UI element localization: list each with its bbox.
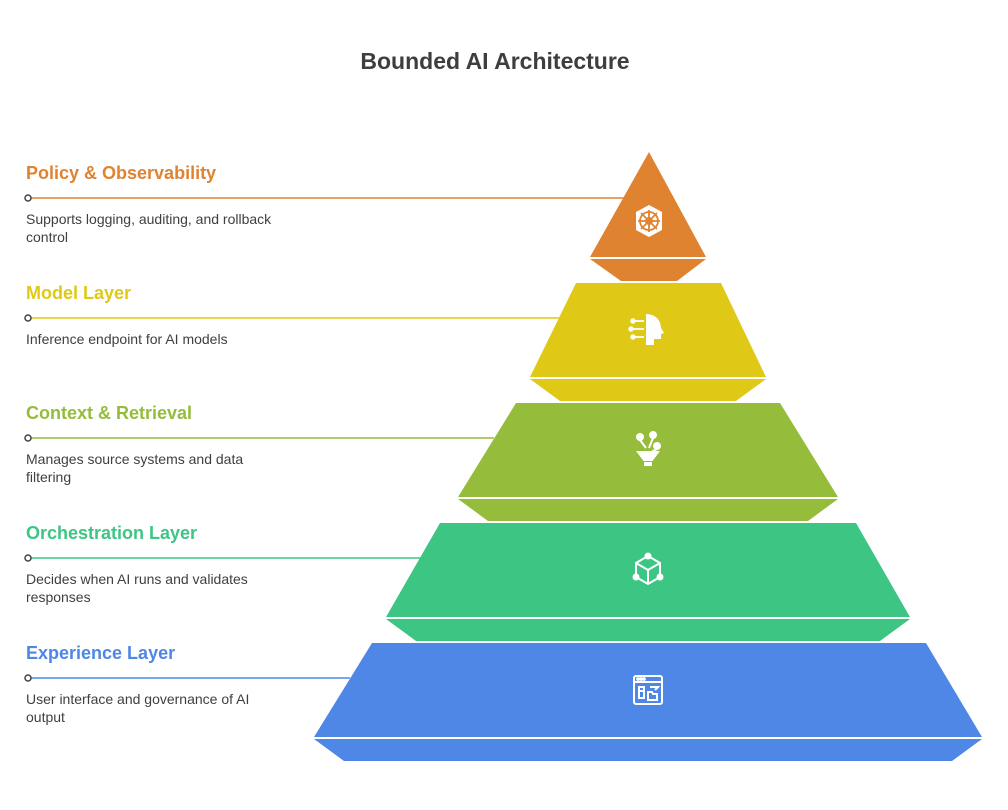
helm-wheel-icon xyxy=(636,205,662,237)
funnel-filter-icon xyxy=(636,431,661,466)
tier-bottom-face xyxy=(314,739,982,761)
layer-description-orchestration: Decides when AI runs and validates respo… xyxy=(26,571,248,605)
tier-front-face xyxy=(314,643,982,737)
pyramid-tier-experience xyxy=(24,643,982,761)
tier-bottom-face xyxy=(386,619,910,641)
pyramid-tier-context xyxy=(24,403,838,521)
diagram-title: Bounded AI Architecture xyxy=(360,48,630,74)
layer-label-orchestration: Orchestration Layer xyxy=(26,523,198,543)
layer-description-context: Manages source systems and data filterin… xyxy=(26,451,244,485)
connector-dot xyxy=(24,434,32,442)
pyramid-tier-policy xyxy=(24,152,706,281)
pyramid-tier-model xyxy=(24,283,766,401)
layer-description-model: Inference endpoint for AI models xyxy=(26,331,228,347)
layer-label-context: Context & Retrieval xyxy=(26,403,193,423)
network-cube-icon xyxy=(632,552,664,586)
tier-front-face xyxy=(590,152,706,257)
layer-label-policy: Policy & Observability xyxy=(26,163,217,183)
tier-bottom-face xyxy=(458,499,838,521)
connector-dot xyxy=(24,674,32,682)
layer-description-policy: Supports logging, auditing, and rollback… xyxy=(26,211,272,245)
layer-label-experience: Experience Layer xyxy=(26,643,176,663)
connector-dot xyxy=(24,314,32,322)
layer-description-experience: User interface and governance of AI outp… xyxy=(26,691,250,725)
layer-label-model: Model Layer xyxy=(26,283,132,303)
connector-dot xyxy=(24,554,32,562)
tier-bottom-face xyxy=(590,259,706,281)
ai-head-icon xyxy=(628,314,664,345)
browser-window-icon xyxy=(633,675,663,705)
tier-front-face xyxy=(458,403,838,497)
pyramid-tier-orchestration xyxy=(24,523,910,641)
connector-dot xyxy=(24,194,32,202)
tier-bottom-face xyxy=(530,379,766,401)
